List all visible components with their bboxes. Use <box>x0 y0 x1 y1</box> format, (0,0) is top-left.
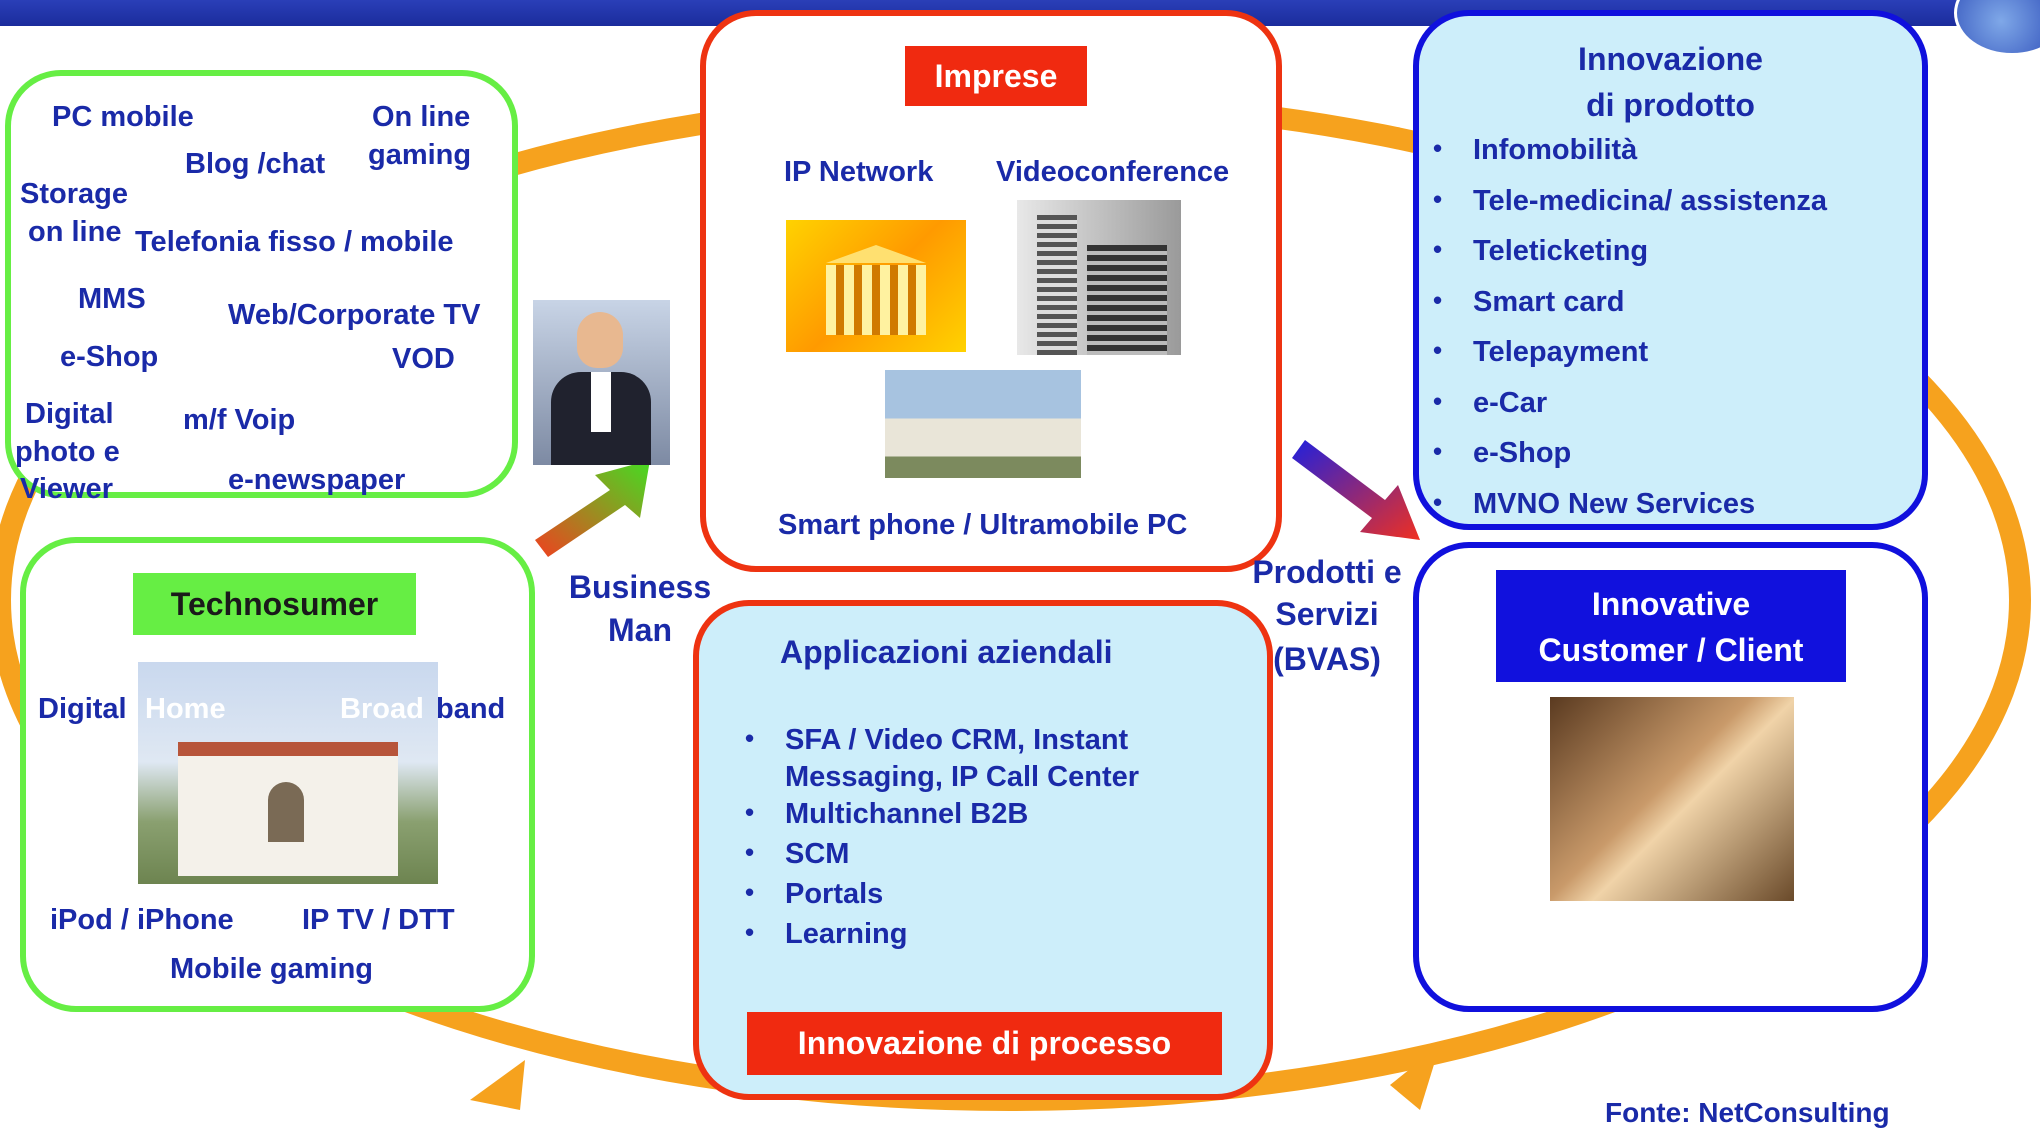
svc-on-line: On line <box>372 101 471 133</box>
svc-pc-mobile: PC mobile <box>52 101 194 133</box>
prod-item-infomobilita: Infomobilità <box>1433 123 1827 176</box>
blue-gradient-arrow <box>1292 440 1420 540</box>
svc-blog-chat: Blog /chat <box>185 148 326 180</box>
face-shape <box>577 312 623 368</box>
technosumer-title: Technosumer <box>133 573 416 635</box>
app-item-scm: SCM <box>745 832 1139 874</box>
business-label-1: Business <box>568 569 712 605</box>
tower-right <box>1087 245 1167 355</box>
svc-mf-voip: m/f Voip <box>183 404 296 436</box>
svc-digital: Digital <box>25 398 114 430</box>
tech-band: band <box>436 693 506 725</box>
prod-item-telepayment: Telepayment <box>1433 325 1827 378</box>
innovazione-prodotto-title-2: di prodotto <box>1586 87 1755 123</box>
prod-item-ecar: e-Car <box>1433 376 1827 429</box>
prod-item-mvno: MVNO New Services <box>1433 477 1827 530</box>
app-item-sfa: SFA / Video CRM, Instant <box>745 718 1139 760</box>
svc-photo-e: photo e <box>15 436 120 468</box>
consumer-services-box <box>5 70 518 498</box>
tech-ipod: iPod / iPhone <box>50 904 234 936</box>
prodotti-label-1: Prodotti e <box>1252 554 1402 590</box>
tech-iptv: IP TV / DTT <box>302 904 455 936</box>
innovazione-processo-label: Innovazione di processo <box>747 1012 1222 1075</box>
tower-left <box>1037 215 1077 355</box>
prod-item-smart-card: Smart card <box>1433 275 1827 328</box>
app-item-portals: Portals <box>745 872 1139 914</box>
prod-item-teleticketing: Teleticketing <box>1433 224 1827 277</box>
house-photo <box>138 662 438 884</box>
app-item-multichannel: Multichannel B2B <box>745 792 1139 834</box>
temple-roof <box>826 245 926 263</box>
applicazioni-title: Applicazioni aziendali <box>780 634 1113 670</box>
imprese-ip-network: IP Network <box>784 156 934 188</box>
business-label-2: Man <box>608 612 672 648</box>
shirt-shape <box>591 372 611 432</box>
imprese-videoconference: Videoconference <box>996 156 1230 188</box>
svc-on-line-2: on line <box>28 216 122 248</box>
orange-arrowhead-right-bottom <box>1390 1045 1440 1110</box>
tech-mobile-gaming: Mobile gaming <box>170 953 373 985</box>
house-shape <box>178 742 398 876</box>
svc-gaming: gaming <box>368 139 472 171</box>
svc-storage: Storage <box>20 178 128 210</box>
tech-digital: Digital <box>38 693 127 725</box>
imprese-smart-phone: Smart phone / Ultramobile PC <box>778 509 1188 541</box>
tech-broad: Broad <box>340 693 424 725</box>
app-item-learning: Learning <box>745 912 1139 954</box>
source-note: Fonte: NetConsulting <box>1605 1097 1890 1128</box>
tech-home: Home <box>145 693 226 725</box>
svc-vod: VOD <box>392 343 455 375</box>
innovazione-prodotto-list: Infomobilità Tele-medicina/ assistenza T… <box>1433 123 1827 530</box>
company-building-photo <box>885 370 1081 478</box>
business-man-photo <box>533 300 670 465</box>
orange-arrowhead-bottom-left <box>470 1060 525 1110</box>
svc-telefonia: Telefonia fisso / mobile <box>135 226 454 258</box>
innovative-customer-title-1: Innovative <box>1496 582 1846 626</box>
innovative-customer-title-2: Customer / Client <box>1496 628 1846 672</box>
innovazione-prodotto-title-1: Innovazione <box>1578 41 1763 77</box>
handshake-photo <box>1550 697 1794 901</box>
green-gradient-arrow <box>535 460 650 557</box>
bank-temple-icon <box>786 220 966 352</box>
svc-viewer: Viewer <box>20 473 113 505</box>
temple-columns <box>826 265 926 335</box>
app-item-messaging: Messaging, IP Call Center <box>785 761 1140 793</box>
prodotti-label-3: (BVAS) <box>1273 641 1381 677</box>
svc-web-tv: Web/Corporate TV <box>228 299 481 331</box>
imprese-title: Imprese <box>905 46 1087 106</box>
applicazioni-list: SFA / Video CRM, Instant Messaging, IP C… <box>745 718 1140 954</box>
svc-eshop: e-Shop <box>60 341 159 373</box>
prodotti-label-2: Servizi <box>1275 596 1379 632</box>
svc-enewspaper: e-newspaper <box>228 464 406 496</box>
prod-item-eshop: e-Shop <box>1433 426 1827 479</box>
svc-mms: MMS <box>78 283 146 315</box>
prod-item-telemedicina: Tele-medicina/ assistenza <box>1433 174 1827 227</box>
house-door <box>268 782 304 842</box>
office-tower-photo <box>1017 200 1181 355</box>
